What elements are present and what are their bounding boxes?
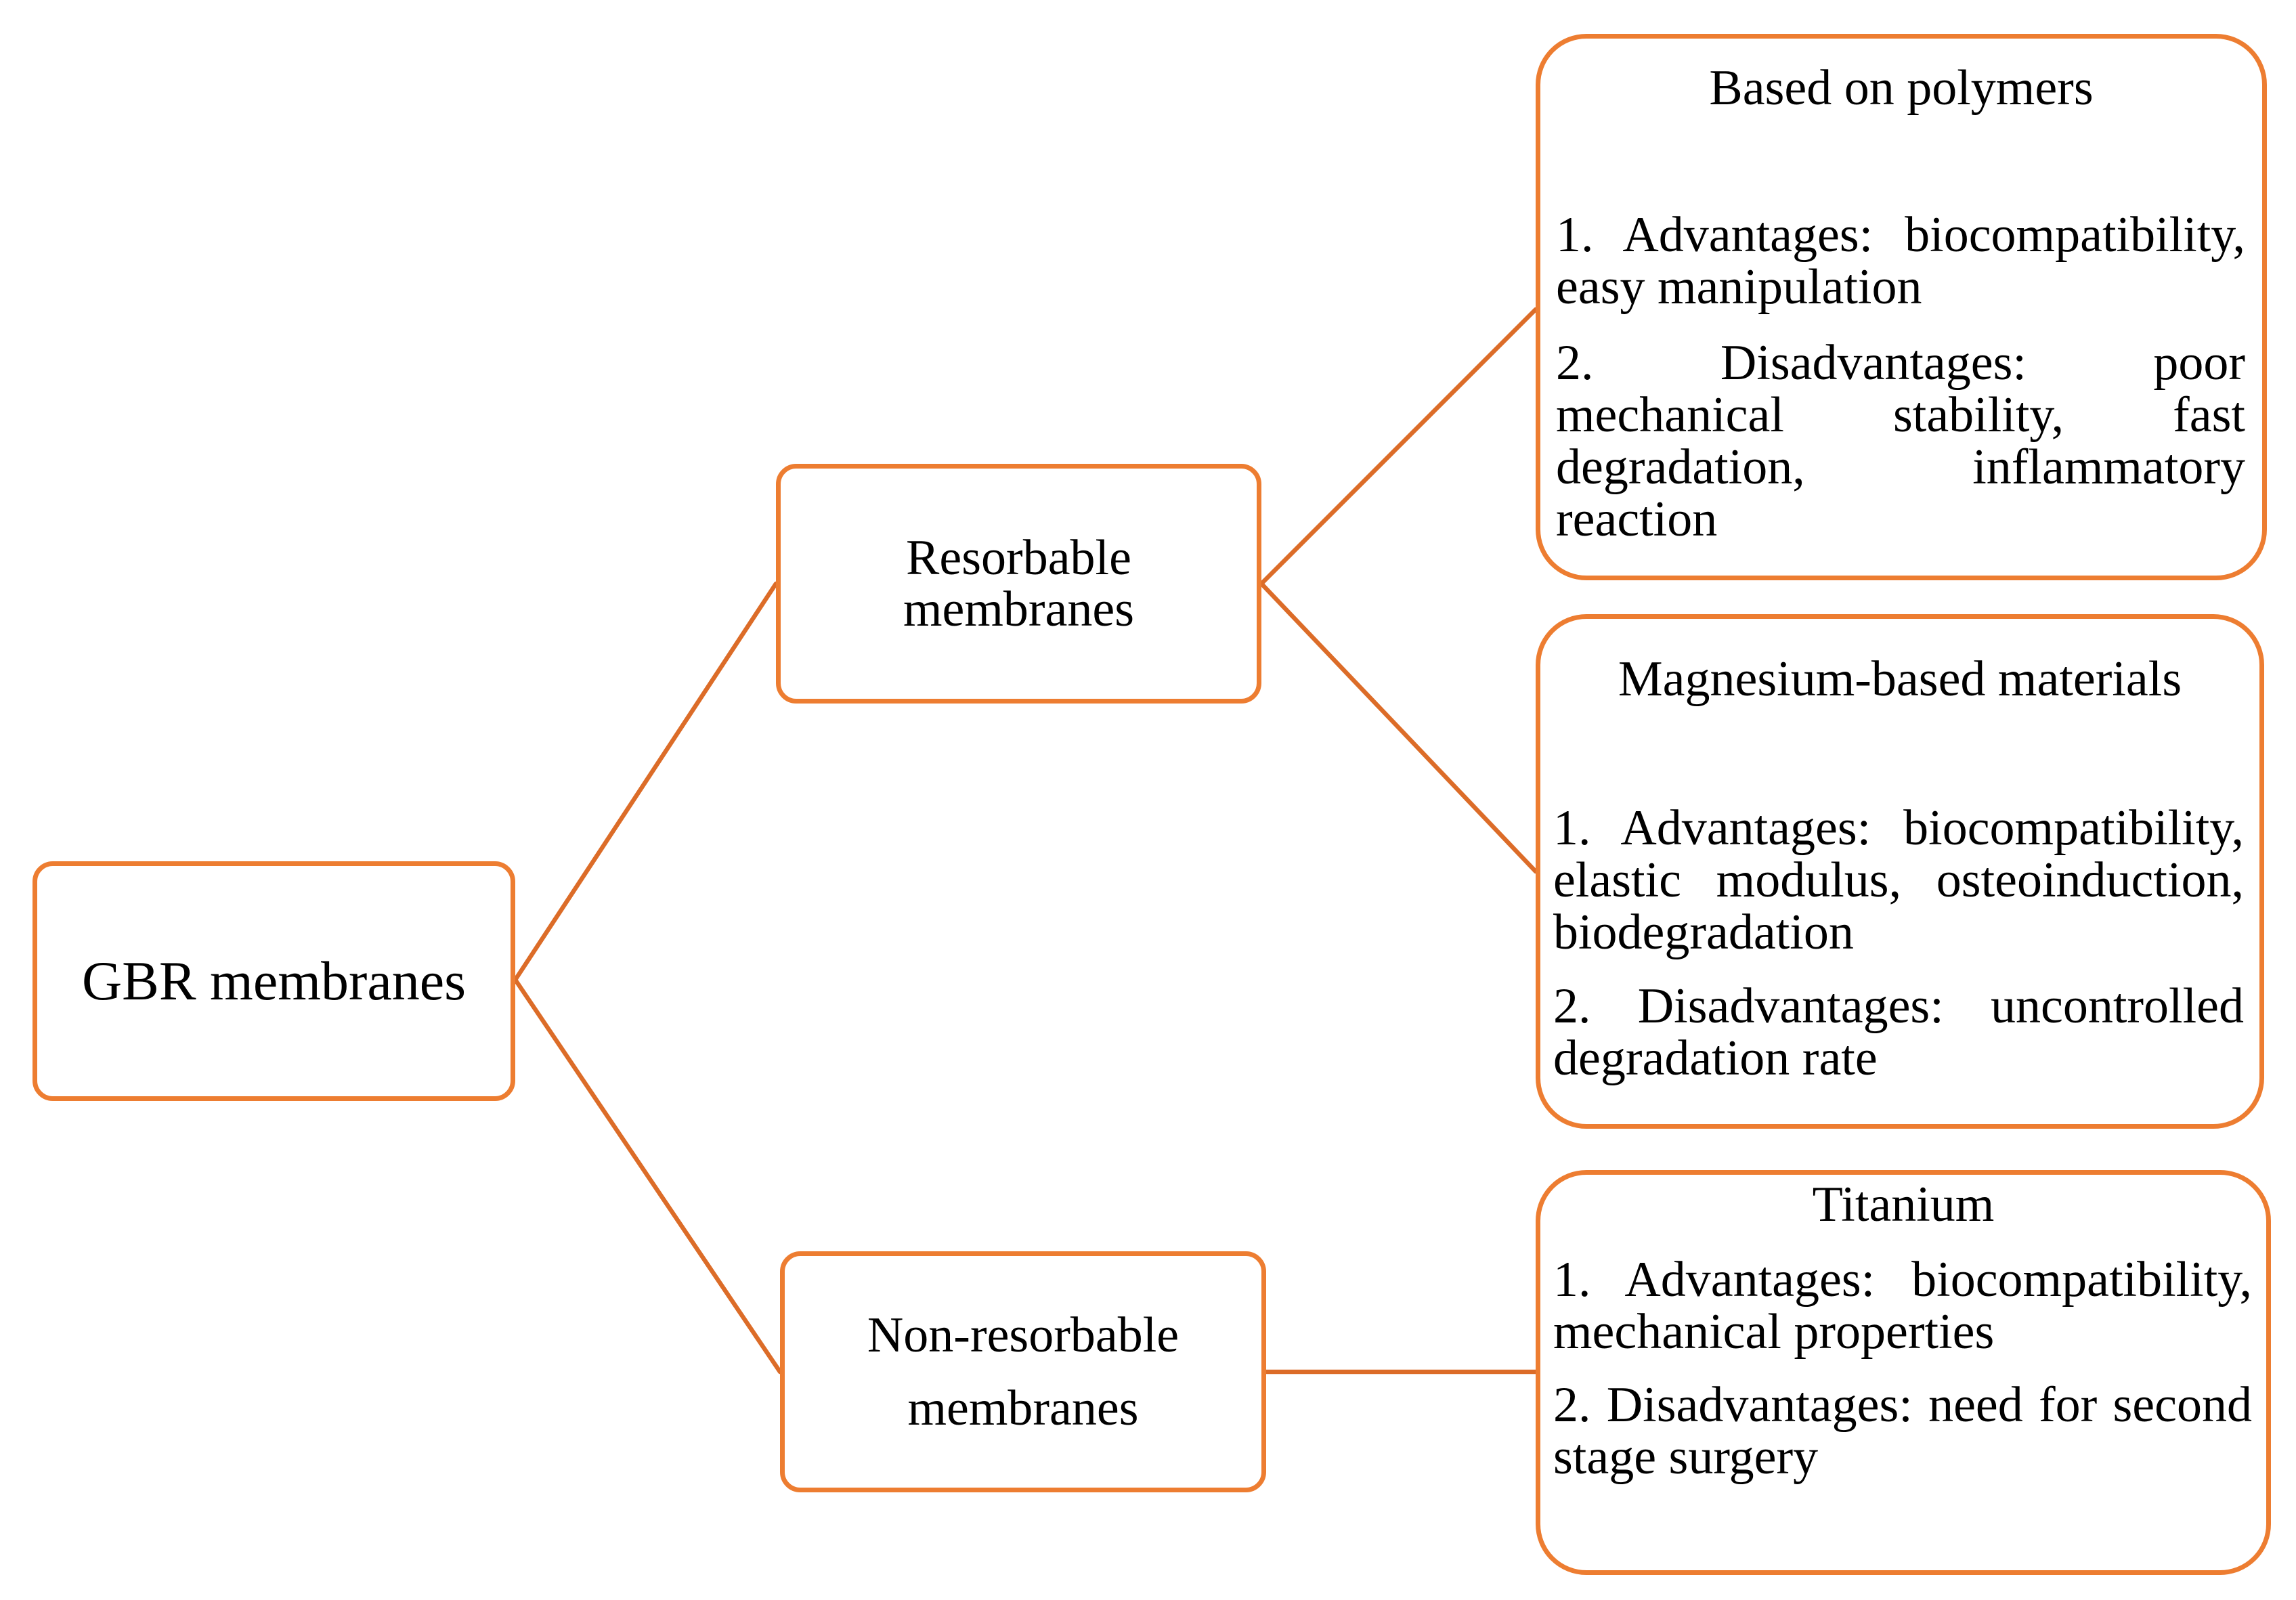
material-card-polymers: Based on polymers 1. Advantages: biocomp… (1536, 34, 2267, 580)
branch-node-label: Non-resorbable membranes (867, 1307, 1179, 1436)
disadvantages-text: 2. Disadvantages: poor mechanical stabil… (1556, 335, 2245, 547)
disadvantages-text: 2. Disadvantages: need for second stage … (1553, 1377, 2252, 1485)
connector-gbr-to-resorbable (513, 581, 779, 982)
connector-resorbable-to-magnesium (1259, 581, 1538, 874)
advantages-text: 1. Advantages: biocompatibility, easy ma… (1556, 207, 2245, 315)
root-node-gbr-membranes: GBR membranes (33, 861, 515, 1101)
advantages-text: 1. Advantages: biocompatibility, elastic… (1553, 800, 2244, 960)
material-card-magnesium: Magnesium-based materials 1. Advantages:… (1536, 614, 2264, 1129)
branch-node-non-resorbable: Non-resorbable membranes (780, 1251, 1266, 1492)
root-node-label: GBR membranes (81, 950, 467, 1012)
material-card-titanium: Titanium 1. Advantages: biocompatibility… (1536, 1170, 2271, 1575)
branch-node-label: Resorbable membranes (903, 530, 1135, 637)
material-card-title: Magnesium-based materials (1618, 651, 2182, 707)
advantages-text: 1. Advantages: biocompatibility, mechani… (1553, 1252, 2252, 1360)
branch-node-resorbable: Resorbable membranes (776, 464, 1261, 704)
disadvantages-text: 2. Disadvantages: uncontrolled degradati… (1553, 978, 2244, 1086)
material-card-title: Based on polymers (1709, 60, 2094, 116)
material-card-title: Titanium (1812, 1177, 1995, 1232)
connector-resorbable-to-polymers (1259, 307, 1538, 586)
connector-gbr-to-non-resorbable (513, 977, 783, 1375)
